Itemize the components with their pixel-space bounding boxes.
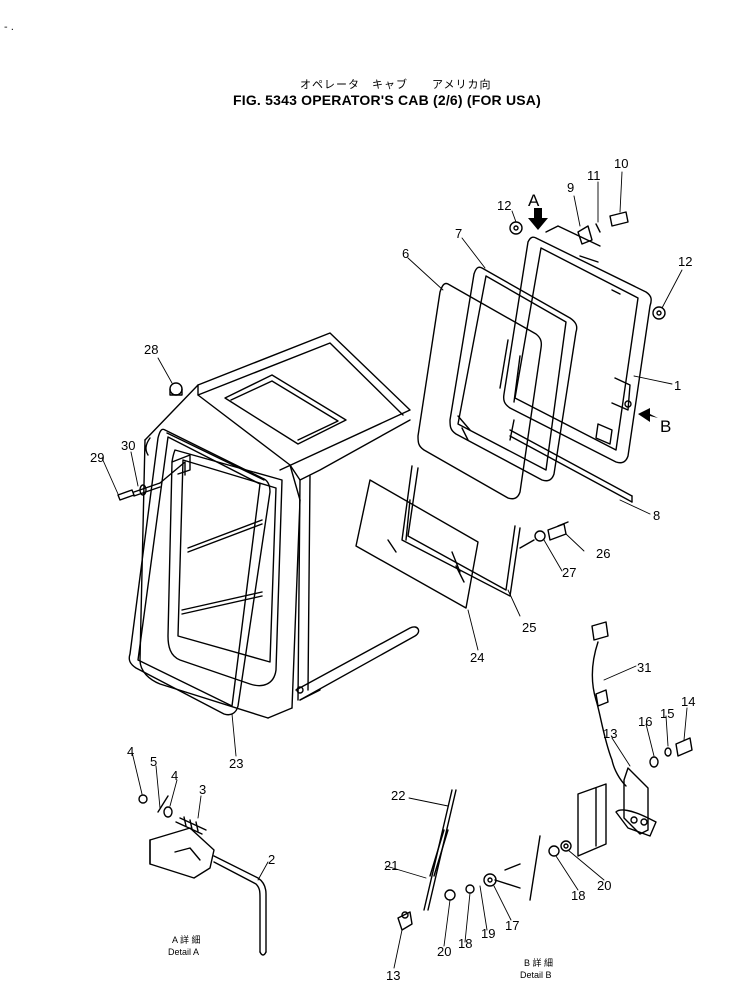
callout-10: 10 [614, 156, 628, 171]
view-marker-b: B [660, 417, 671, 436]
callout-5: 5 [150, 754, 157, 769]
callout-20: 20 [597, 878, 611, 893]
detail-b-label: Detail B [520, 970, 552, 980]
callout-26: 26 [596, 546, 610, 561]
callout-4: 4 [127, 744, 134, 759]
callout-16: 16 [638, 714, 652, 729]
callout-12: 12 [497, 198, 511, 213]
callout-27: 27 [562, 565, 576, 580]
detail-a-jp: A 詳 細 [172, 934, 201, 945]
callout-25: 25 [522, 620, 536, 635]
window-glass-6 [417, 282, 543, 500]
window-frame-1 [502, 225, 652, 464]
callout-9: 9 [567, 180, 574, 195]
detail-b-jp: B 詳 細 [524, 957, 553, 968]
view-arrows [528, 208, 658, 422]
arrow-b-icon [638, 408, 658, 422]
bolt-29-washer-30 [117, 461, 186, 501]
callout-1: 1 [674, 378, 681, 393]
callout-22: 22 [391, 788, 405, 803]
view-marker-labels: A B [528, 191, 671, 436]
callout-18: 18 [571, 888, 585, 903]
figure-title: FIG. 5343 OPERATOR'S CAB (2/6) (FOR USA) [233, 92, 541, 108]
detail-a-parts [138, 794, 267, 956]
callout-31: 31 [637, 660, 651, 675]
callout-17: 17 [505, 918, 519, 933]
callout-18: 18 [458, 936, 472, 951]
callout-30: 30 [121, 438, 135, 453]
screw-26-washer-27 [519, 521, 569, 549]
callout-12: 12 [678, 254, 692, 269]
callout-7: 7 [455, 226, 462, 241]
callout-4: 4 [171, 768, 178, 783]
cab-body [139, 332, 420, 719]
callout-8: 8 [653, 508, 660, 523]
callout-24: 24 [470, 650, 484, 665]
callout-23: 23 [229, 756, 243, 771]
callout-13: 13 [603, 726, 617, 741]
corner-mark: - . [4, 22, 14, 33]
callout-29: 29 [90, 450, 104, 465]
callout-13: 13 [386, 968, 400, 981]
leader-lines [101, 171, 688, 969]
bolt-28 [169, 382, 183, 396]
detail-b-parts [397, 621, 693, 931]
title-japanese: オペレータ キャブ アメリカ向 [300, 78, 492, 91]
callout-21: 21 [384, 858, 398, 873]
callout-11: 11 [587, 168, 601, 183]
callout-19: 19 [481, 926, 495, 941]
callout-15: 15 [660, 706, 674, 721]
window-glass-7 [449, 266, 578, 482]
detail-labels: A 詳 細 Detail A B 詳 細 Detail B [168, 934, 553, 980]
arrow-a-icon [528, 208, 548, 230]
gasket-23 [128, 428, 271, 716]
view-marker-a: A [528, 191, 540, 210]
rod-8 [509, 429, 633, 503]
callout-20: 20 [437, 944, 451, 959]
detail-a-label: Detail A [168, 947, 199, 957]
callout-28: 28 [144, 342, 158, 357]
window-glass-24 [355, 479, 479, 609]
callout-2: 2 [268, 852, 275, 867]
callout-3: 3 [199, 782, 206, 797]
channel-25 [401, 465, 521, 597]
callout-labels: 1 2 3 4 4 5 6 7 8 9 10 11 12 12 13 13 14… [90, 156, 695, 981]
callout-6: 6 [402, 246, 409, 261]
callout-14: 14 [681, 694, 695, 709]
